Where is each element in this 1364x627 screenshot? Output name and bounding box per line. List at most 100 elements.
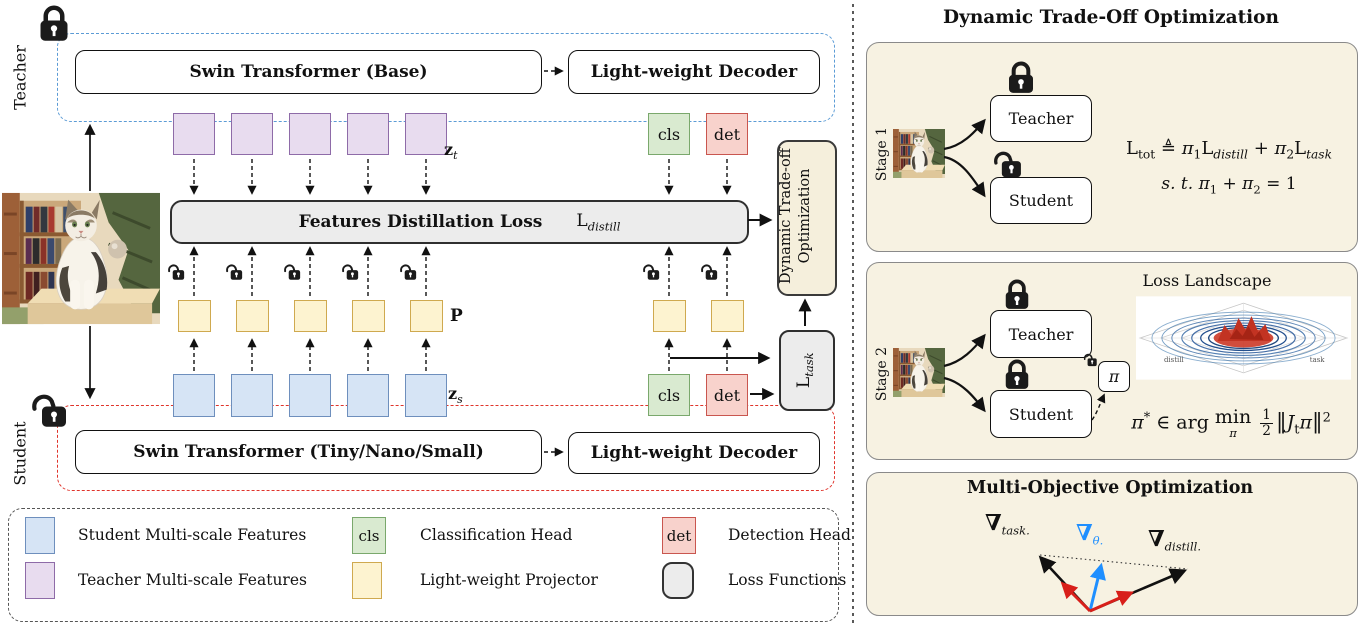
stage1-teacher-box: Teacher: [990, 95, 1092, 142]
student-backbone-label: Swin Transformer (Tiny/Nano/Small): [133, 442, 484, 462]
legend-det-swatch: det: [662, 517, 696, 554]
stage1-label: Stage 1: [874, 126, 890, 182]
teacher-decoder-label: Light-weight Decoder: [590, 62, 798, 82]
teacher-cls-head: cls: [648, 113, 690, 155]
stage2-teacher-box: Teacher: [990, 310, 1092, 358]
student-feature-square: [231, 374, 273, 417]
teacher-decoder-box: Light-weight Decoder: [568, 50, 820, 94]
projector-square: [178, 300, 211, 332]
student-unlock-icon: [30, 390, 72, 429]
stage1-equation: Ltot ≜ π1Ldistill + π2Ltask: [1126, 138, 1332, 162]
grad-theta-label: ∇θ.: [1076, 520, 1104, 548]
pi-unlock-icon: [1083, 352, 1099, 367]
teacher-feature-square: [231, 113, 273, 155]
det-text: det: [666, 526, 692, 545]
legend-cls-label: Classification Head: [420, 526, 573, 544]
teacher-feature-square: [405, 113, 447, 155]
distillation-loss-box: Features Distillation Loss Ldistill: [170, 200, 749, 244]
tradeoff-line1: Dynamic Trade-off: [778, 148, 794, 284]
unlock-icon: [283, 262, 303, 281]
teacher-det-head: det: [706, 113, 748, 155]
det-text: det: [713, 124, 741, 144]
legend-teacher-swatch: [25, 562, 55, 599]
projector-square: [711, 300, 744, 332]
stage2-teacher-label: Teacher: [1008, 324, 1074, 344]
stage2-input-image: [893, 348, 945, 397]
p-label: P: [450, 306, 463, 326]
pi-box: π: [1098, 361, 1130, 392]
legend-det-label: Detection Head: [728, 526, 851, 544]
unlock-icon: [399, 262, 419, 281]
teacher-backbone-label: Swin Transformer (Base): [189, 62, 428, 82]
legend-loss-swatch: [662, 562, 694, 599]
tradeoff-label: Dynamic Trade-off Optimization: [777, 141, 833, 291]
task-loss-box: [779, 330, 835, 411]
student-feature-square: [173, 374, 215, 417]
teacher-feature-square: [173, 113, 215, 155]
stage2-label: Stage 2: [874, 346, 890, 402]
unlock-icon: [341, 262, 361, 281]
unlock-icon: [700, 262, 720, 281]
tradeoff-box: [777, 140, 837, 296]
stage1-teacher-label: Teacher: [1008, 109, 1074, 128]
student-decoder-label: Light-weight Decoder: [590, 443, 798, 463]
projector-square: [294, 300, 327, 332]
stage1-constraint: s. t. π1 + π2 = 1: [1161, 174, 1297, 197]
unlock-icon: [225, 262, 245, 281]
pi-label: π: [1108, 367, 1120, 386]
right-title: Dynamic Trade-Off Optimization: [943, 7, 1279, 28]
legend-student-label: Student Multi-scale Features: [78, 526, 307, 544]
task-loss-label: Ltask: [793, 352, 817, 389]
input-image: [2, 192, 160, 325]
student-backbone-box: Swin Transformer (Tiny/Nano/Small): [75, 430, 542, 474]
stage1-student-label: Student: [1008, 191, 1074, 210]
teacher-lock-icon: [36, 4, 72, 43]
cls-text: cls: [657, 385, 681, 405]
student-feature-square: [289, 374, 331, 417]
loss-landscape-image: [1136, 296, 1351, 380]
projector-square: [410, 300, 443, 332]
student-feature-square: [347, 374, 389, 417]
stage1-student-unlock-icon: [992, 148, 1026, 179]
cls-text: cls: [657, 124, 681, 144]
loss-landscape-title: Loss Landscape: [1142, 271, 1272, 290]
unlock-icon: [167, 262, 187, 281]
stage1-student-box: Student: [990, 177, 1092, 224]
stage1-teacher-lock-icon: [1005, 60, 1037, 95]
distill-loss-math: Ldistill: [576, 210, 621, 234]
legend-cls-swatch: cls: [352, 517, 386, 554]
moo-title: Multi-Objective Optimization: [966, 478, 1254, 498]
zs-label: zs: [448, 384, 463, 407]
student-cls-head: cls: [648, 374, 690, 416]
legend-teacher-label: Teacher Multi-scale Features: [78, 571, 307, 589]
teacher-feature-square: [289, 113, 331, 155]
projector-square: [352, 300, 385, 332]
stage2-student-lock-icon: [1002, 358, 1032, 391]
legend-projector-label: Light-weight Projector: [420, 571, 598, 589]
legend-student-swatch: [25, 517, 55, 554]
unlock-icon: [642, 262, 662, 281]
stage1-input-image: [893, 129, 945, 178]
student-decoder-box: Light-weight Decoder: [568, 432, 820, 474]
teacher-backbone-box: Swin Transformer (Base): [75, 50, 542, 94]
legend-projector-swatch: [352, 562, 382, 599]
grad-distill-label: ∇distill.: [1148, 526, 1202, 554]
stage2-teacher-lock-icon: [1002, 278, 1032, 311]
teacher-label: Teacher: [10, 45, 30, 110]
tradeoff-line2: Optimization: [796, 168, 813, 264]
projector-square: [653, 300, 686, 332]
cls-text: cls: [358, 526, 380, 545]
student-det-head: det: [706, 374, 748, 416]
distillation-loss-title: Features Distillation Loss: [298, 212, 543, 232]
stage2-student-box: Student: [990, 390, 1092, 438]
student-feature-square: [405, 374, 447, 417]
zt-label: zt: [444, 140, 458, 163]
teacher-feature-square: [347, 113, 389, 155]
stage2-student-label: Student: [1008, 404, 1074, 424]
student-label: Student: [10, 421, 30, 486]
det-text: det: [713, 385, 741, 405]
projector-square: [236, 300, 269, 332]
legend-loss-label: Loss Functions: [728, 571, 847, 589]
